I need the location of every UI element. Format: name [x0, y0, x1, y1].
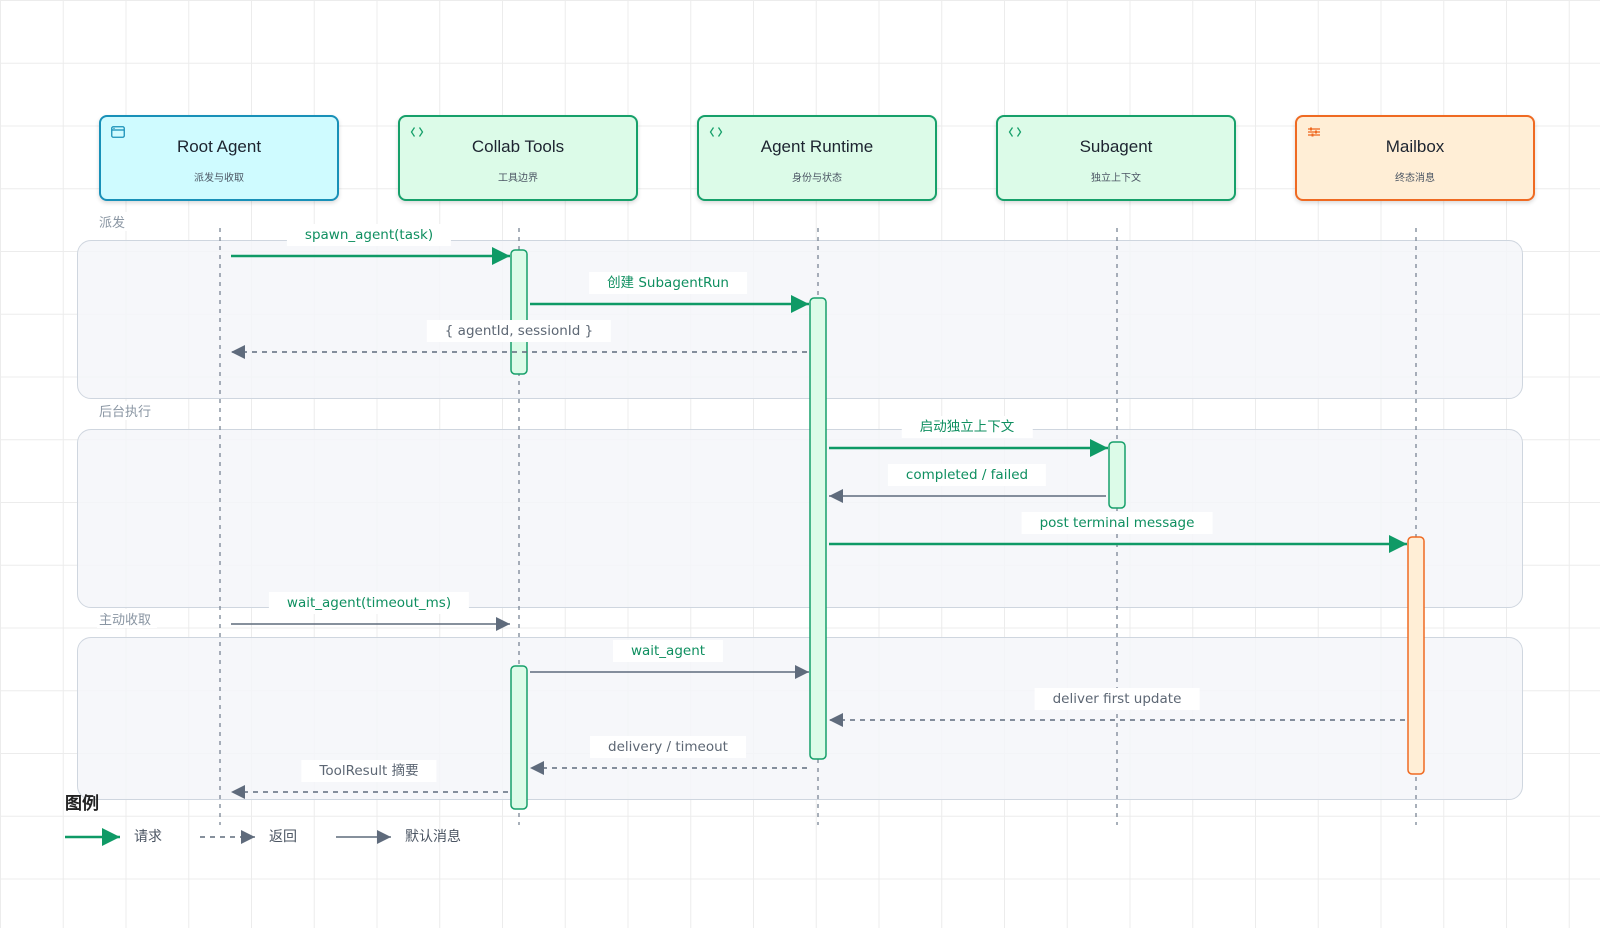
message-label: spawn_agent(task): [286, 224, 452, 246]
activation-collab-1: [510, 249, 528, 375]
message-label: wait_agent(timeout_ms): [268, 592, 470, 614]
actor-agent-runtime: Agent Runtime 身份与状态: [697, 115, 937, 201]
actor-title: Collab Tools: [471, 137, 565, 156]
actor-collab-tools: Collab Tools 工具边界: [398, 115, 638, 201]
activation-collab-2: [510, 665, 528, 810]
legend-return-label: 返回: [269, 829, 297, 845]
group-frame-dispatch: [77, 240, 1523, 399]
message-label: post terminal message: [1021, 512, 1213, 534]
group-label-dispatch: 派发: [97, 212, 132, 231]
actor-root-agent: Root Agent 派发与收取: [99, 115, 339, 201]
legend-title: 图例: [65, 794, 99, 814]
window-icon: [111, 126, 125, 142]
group-label-collect: 主动收取: [97, 609, 158, 628]
code-icon: [1008, 126, 1022, 142]
legend-default-label: 默认消息: [405, 829, 461, 845]
sliders-icon: [1307, 126, 1321, 142]
group-label-background: 后台执行: [97, 401, 158, 420]
message-label: deliver first update: [1034, 688, 1200, 710]
actor-subtitle: 身份与状态: [792, 173, 842, 184]
actor-subtitle: 工具边界: [498, 173, 538, 184]
activation-runtime: [809, 297, 827, 760]
actor-subtitle: 终态消息: [1395, 173, 1435, 184]
legend-request-label: 请求: [134, 829, 162, 845]
message-label: wait_agent: [612, 640, 724, 662]
message-label: delivery / timeout: [590, 736, 746, 758]
actor-title: Mailbox: [1385, 137, 1445, 156]
message-label: { agentId, sessionId }: [426, 320, 612, 342]
message-label: completed / failed: [887, 464, 1047, 486]
actor-title: Subagent: [1079, 137, 1153, 156]
group-frame-background: [77, 429, 1523, 608]
activation-subagent: [1108, 441, 1126, 509]
message-label: 创建 SubagentRun: [589, 272, 747, 294]
message-label: ToolResult 摘要: [301, 760, 437, 782]
actor-subtitle: 派发与收取: [194, 173, 244, 184]
code-icon: [709, 126, 723, 142]
actor-subagent: Subagent 独立上下文: [996, 115, 1236, 201]
code-icon: [410, 126, 424, 142]
actor-subtitle: 独立上下文: [1091, 173, 1141, 184]
actor-title: Root Agent: [176, 137, 262, 156]
actor-mailbox: Mailbox 终态消息: [1295, 115, 1535, 201]
actor-title: Agent Runtime: [760, 137, 874, 156]
message-label: 启动独立上下文: [901, 416, 1033, 438]
activation-mailbox: [1407, 536, 1425, 775]
